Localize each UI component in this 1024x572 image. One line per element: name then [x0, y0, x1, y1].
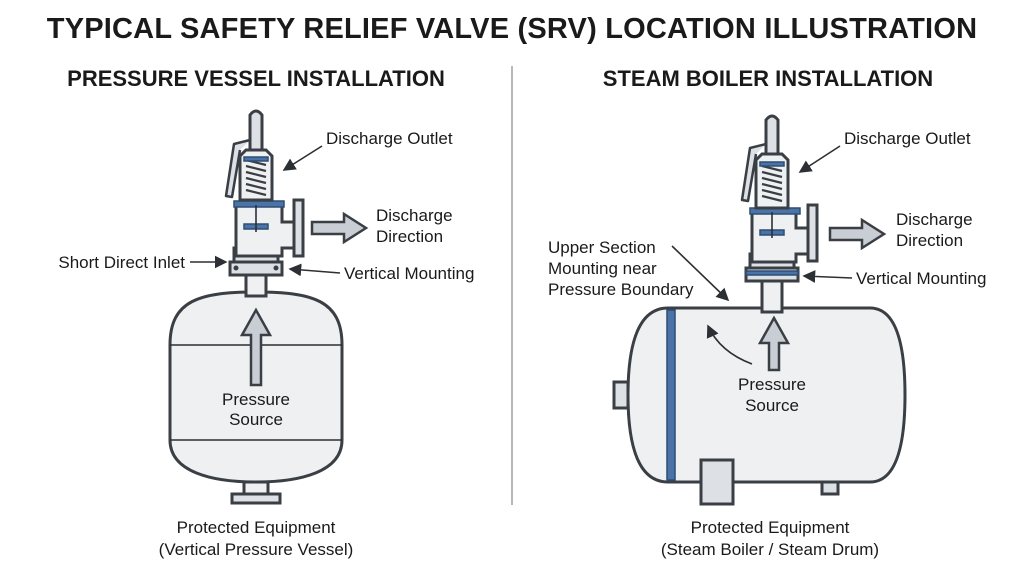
left-footer-1: Protected Equipment	[177, 518, 336, 537]
left-heading: PRESSURE VESSEL INSTALLATION	[67, 66, 445, 91]
left-short-inlet-label: Short Direct Inlet	[58, 253, 185, 272]
steam-boiler-drum	[612, 306, 907, 506]
right-upper-section-1: Upper Section	[548, 238, 656, 257]
left-discharge-arrow	[310, 211, 369, 245]
right-heading: STEAM BOILER INSTALLATION	[603, 66, 933, 91]
right-discharge-direction-1: Discharge	[896, 210, 973, 229]
right-upper-section-3: Pressure Boundary	[548, 280, 694, 299]
right-footer-2: (Steam Boiler / Steam Drum)	[661, 540, 879, 559]
right-pressure-label-1: Pressure	[738, 375, 806, 394]
right-vertical-mounting-label: Vertical Mounting	[856, 269, 986, 288]
pressure-arrow	[239, 307, 273, 387]
left-discharge-outlet-label: Discharge Outlet	[326, 129, 453, 148]
left-discharge-direction-2: Direction	[376, 227, 443, 246]
left-safety-relief-valve	[224, 109, 305, 258]
left-pressure-label-1: Pressure	[222, 390, 290, 409]
left-footer-2: (Vertical Pressure Vessel)	[159, 540, 354, 559]
right-safety-relief-valve	[740, 114, 819, 264]
right-discharge-outlet-label: Discharge Outlet	[844, 129, 971, 148]
right-discharge-arrow	[828, 217, 887, 251]
left-inlet-nozzle	[228, 246, 284, 298]
diagram-title: TYPICAL SAFETY RELIEF VALVE (SRV) LOCATI…	[47, 13, 977, 45]
right-inlet-nozzle	[744, 252, 800, 314]
left-pressure-label-2: Source	[229, 410, 283, 429]
right-pressure-label-2: Source	[745, 396, 799, 415]
right-discharge-direction-2: Direction	[896, 231, 963, 250]
right-upper-section-2: Mounting near	[548, 259, 657, 278]
left-vertical-mounting-label: Vertical Mounting	[344, 264, 474, 283]
right-footer-1: Protected Equipment	[691, 518, 850, 537]
pressure-vessel	[168, 290, 344, 505]
left-discharge-direction-1: Discharge	[376, 206, 453, 225]
right-pressure-arrow	[757, 315, 791, 372]
